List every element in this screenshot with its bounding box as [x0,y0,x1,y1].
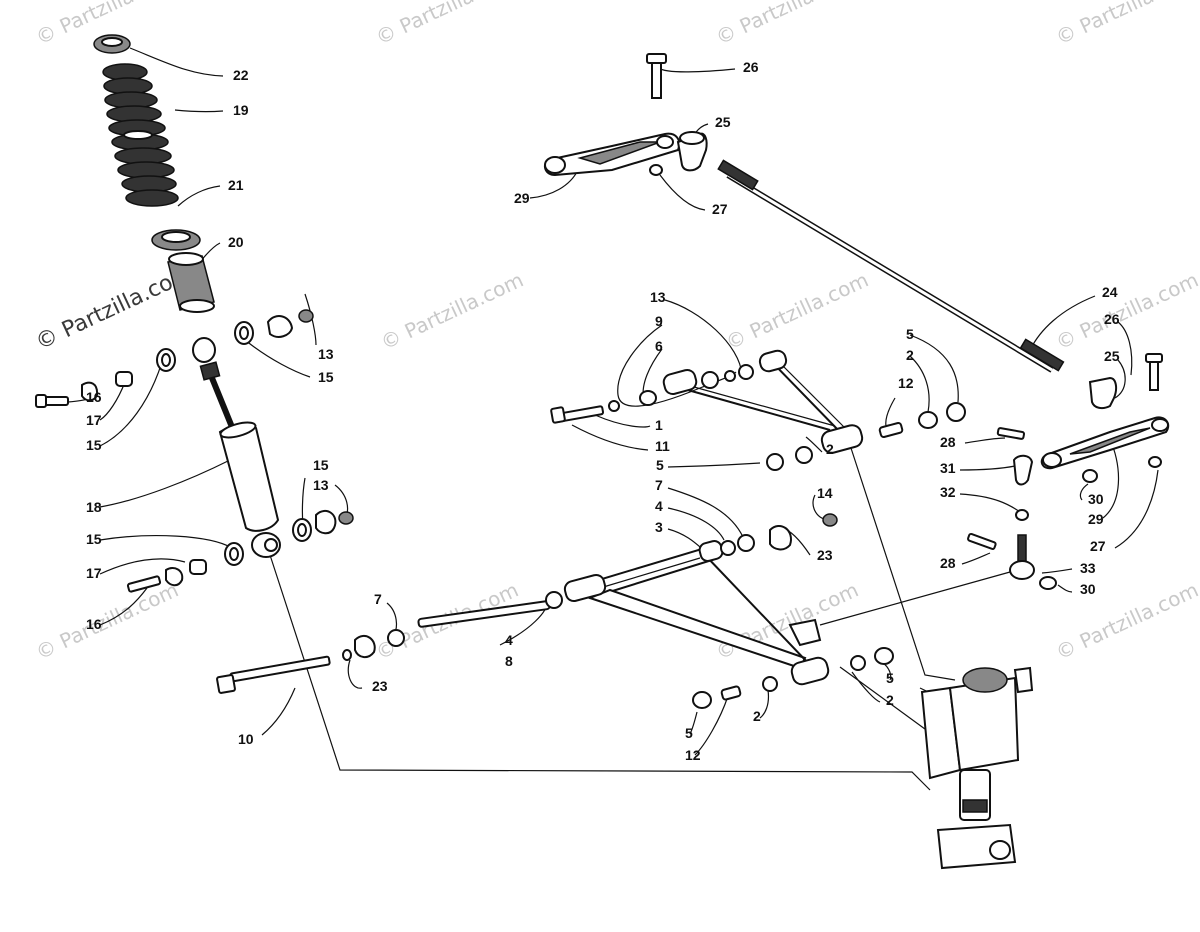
part-callout-number: 4 [505,632,513,648]
assembly-reference-lines [269,444,1011,791]
part-callout-number: 7 [655,477,663,493]
watermark-text: © Partzilla.com [377,268,527,355]
watermark-text: © Partzilla.com [1052,578,1200,665]
part-callout-number: 30 [1088,491,1104,507]
coil-spring [102,63,179,207]
steering-arm-upper [543,53,708,177]
part-callout-number: 19 [233,102,249,118]
part-callout-number: 22 [233,67,249,83]
part-callout-number: 33 [1080,560,1096,576]
part-callout-number: 25 [1104,348,1120,364]
part-callout-number: 11 [655,438,670,454]
part-callout-number: 2 [826,441,834,457]
watermark-text: © Partzilla.com [722,268,872,355]
part-callout-number: 20 [228,234,244,250]
part-callout-number: 18 [86,499,102,515]
part-callout-number: 15 [86,437,102,453]
part-callout-number: 16 [86,616,102,632]
tie-rod [717,159,1065,373]
shock-body [218,423,280,532]
part-callout-number: 29 [514,190,530,206]
part-callout-number: 29 [1088,511,1104,527]
part-callout-number: 13 [313,477,329,493]
part-callout-number: 12 [685,747,701,763]
part-callout-number: 17 [86,565,102,581]
part-callout-number: 1 [655,417,663,433]
part-callout-number: 5 [906,326,914,342]
part-callout-number: 2 [753,708,761,724]
part-callout-number: 7 [374,591,382,607]
part-callout-number: 31 [940,460,956,476]
part-callout-number: 15 [86,531,102,547]
watermark-text: © Partzilla.com [32,578,182,665]
part-callout-number: 30 [1080,581,1096,597]
part-callout-number: 23 [372,678,388,694]
part-callout-number: 23 [817,547,833,563]
part-callout-number: 26 [1104,311,1120,327]
watermark-text: © Partzilla.com [1052,0,1200,50]
part-callout-number: 9 [655,313,663,329]
part-callout-number: 17 [86,412,102,428]
part-callout-number: 2 [906,347,914,363]
part-callout-number: 5 [656,457,664,473]
part-callout-number: 25 [715,114,731,130]
lower-a-arm [216,525,894,709]
part-callout-number: 13 [650,289,666,305]
part-callout-number: 16 [86,389,102,405]
part-callout-number: 8 [505,653,513,669]
part-callout-number: 2 [886,692,894,708]
part-callout-number: 3 [655,519,663,535]
part-callout-number: 14 [817,485,833,501]
part-callout-number: 5 [685,725,693,741]
part-callout-number: 27 [712,201,728,217]
part-callout-number: 15 [318,369,334,385]
spindle-assembly [920,666,1034,870]
part-callout-number: 4 [655,498,663,514]
part-callout-number: 15 [313,457,329,473]
watermark-text: © Partzilla.com [1052,268,1200,355]
part-callout-number: 28 [940,434,956,450]
part-callout-number: 32 [940,484,956,500]
part-callout-number: 13 [318,346,334,362]
watermark-text: © Partzilla.com [372,0,522,50]
upper-a-arm [550,349,966,527]
steering-arm-lower [967,353,1170,590]
part-callout-number: 21 [228,177,244,193]
part-callout-number: 26 [743,59,759,75]
part-callout-number: 6 [655,338,663,354]
part-callout-number: 28 [940,555,956,571]
part-callout-number: 24 [1102,284,1118,300]
part-callout-number: 10 [238,731,254,747]
part-callout-number: 27 [1090,538,1106,554]
shock-upper-eye [192,337,216,363]
coil-spring-shock-assembly [35,34,354,593]
watermark-text: © Partzilla.com [712,0,862,50]
part-callout-number: 5 [886,670,894,686]
callout-number-layer: 2219212013151617151815131517167482310262… [86,59,1120,763]
part-callout-number: 12 [898,375,914,391]
